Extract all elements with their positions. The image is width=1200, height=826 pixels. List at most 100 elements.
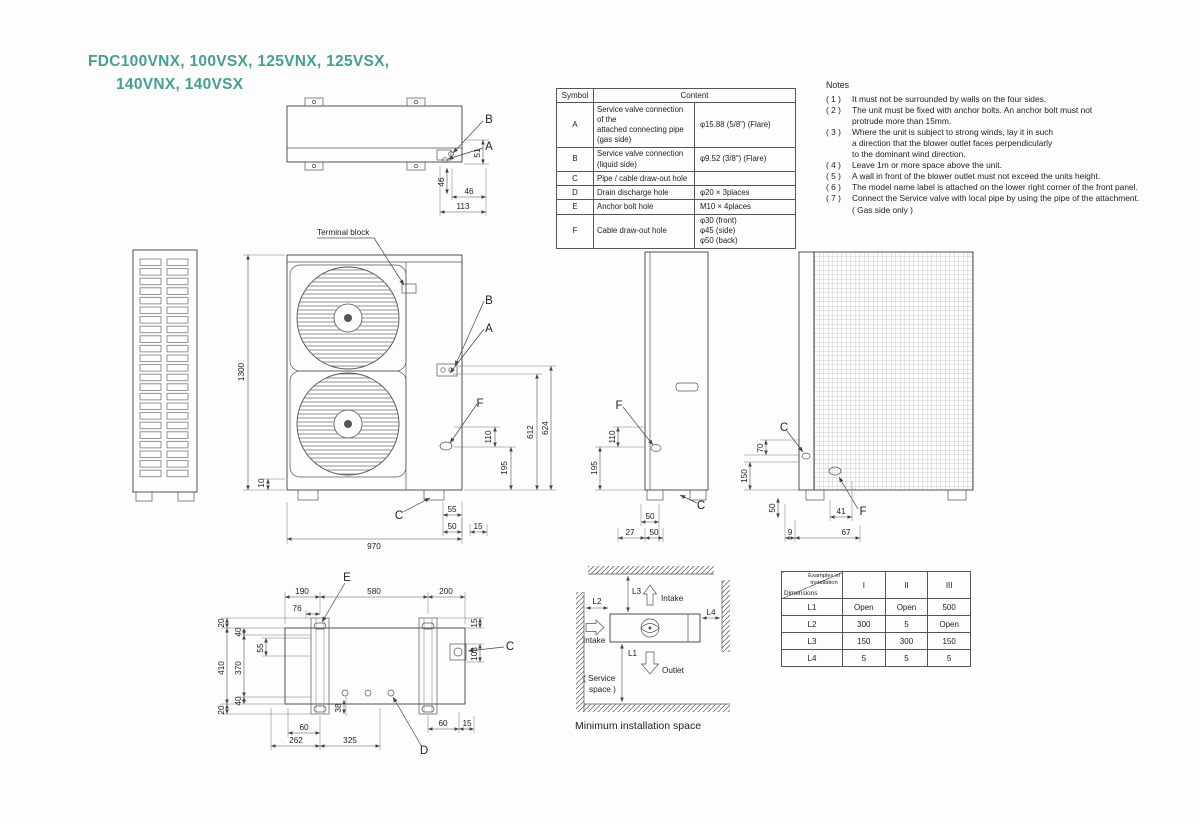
callout-letter: A (485, 323, 493, 335)
callout-letter: C (697, 500, 705, 512)
service-space-label-2: space ) (589, 685, 616, 694)
description-cell: Service valve connection (liquid side) (593, 146, 695, 173)
note-item: ( 7 )Connect the Service valve with loca… (826, 193, 1174, 215)
dim-label: 60 (299, 723, 309, 732)
unit-symbol (609, 613, 701, 643)
note-text: Leave 1m or more space above the unit. (852, 160, 1002, 171)
dim-label: 46 (437, 177, 446, 187)
dim-label: 60 (438, 719, 448, 728)
description-cell: Service valve connection of the attached… (593, 102, 695, 148)
dim-label: 103 (470, 647, 479, 661)
dim-label: 325 (343, 736, 357, 745)
callout-letter: D (420, 745, 428, 757)
dimension-value: 150 (842, 632, 886, 650)
dimension-value: Open (842, 598, 886, 616)
drain-hole (387, 689, 395, 697)
dimension-value: 500 (927, 598, 971, 616)
dim-label: 113 (456, 202, 469, 211)
symbol-cell: E (556, 199, 594, 215)
symbol-cell: D (556, 185, 594, 201)
dim-label: 76 (292, 604, 302, 613)
callout-letter: C (780, 422, 788, 434)
installation-space-diagram (576, 566, 730, 712)
callout-letter: F (615, 400, 622, 412)
note-number: ( 3 ) (826, 126, 841, 137)
cable-hole-back (828, 466, 842, 476)
example-column-header: II (884, 571, 929, 599)
dim-label: 38 (334, 703, 343, 713)
note-number: ( 5 ) (826, 171, 841, 182)
dim-label: 40 (234, 696, 243, 706)
wall-bottom (584, 704, 730, 712)
note-number: ( 1 ) (826, 93, 841, 104)
back-view (744, 251, 974, 542)
dim-label: 624 (541, 421, 550, 435)
outlet-label: Outlet (662, 666, 685, 675)
louver-grille (138, 257, 192, 478)
value-cell: φ15.88 (5/8") (Flare) (694, 102, 796, 148)
cable-hole-side (650, 444, 662, 452)
bottom-view (221, 582, 505, 750)
wall-right (722, 580, 730, 652)
dimension-value: Open (884, 598, 929, 616)
note-number: ( 6 ) (826, 182, 841, 193)
dimension-label: L1 (781, 598, 843, 616)
dimension-value: 5 (884, 649, 929, 667)
l3-label: L3 (632, 587, 642, 596)
corner-bottom-label: Dimensions (784, 590, 818, 597)
valve-cover (436, 363, 458, 377)
top-view (286, 97, 489, 216)
dim-label: 195 (590, 461, 599, 475)
dim-label: 190 (295, 587, 309, 596)
value-cell: M10 × 4places (694, 199, 796, 215)
dim-label: 10 (257, 478, 266, 488)
symbol-header: Symbol (556, 87, 594, 104)
dimension-value: Open (927, 615, 971, 633)
example-column-header: I (842, 571, 886, 599)
value-cell: φ20 × 3places (694, 185, 796, 201)
page-title: FDC100VNX, 100VSX, 125VNX, 125VSX, 140VN… (88, 50, 389, 97)
callout-letter: C (395, 510, 403, 522)
dim-label: 50 (768, 503, 777, 513)
note-number: ( 4 ) (826, 160, 841, 171)
description-cell: Cable draw-out hole (593, 213, 695, 249)
dimension-label: L4 (781, 649, 843, 667)
callout-letter: C (506, 641, 514, 653)
corner-top-label: Examples of installation (808, 573, 840, 586)
l2-label: L2 (592, 597, 602, 606)
callout-letter: B (485, 295, 493, 307)
pipe-hole-back (801, 452, 811, 460)
symbol-cell: A (556, 102, 594, 148)
heat-exchanger-grid (813, 251, 974, 491)
dim-label: 9 (788, 528, 793, 537)
dimension-value: 5 (842, 649, 886, 667)
description-cell: Drain discharge hole (593, 185, 695, 201)
terminal-block-box (401, 283, 417, 294)
dim-label: 46 (464, 187, 474, 196)
dim-label: 370 (234, 661, 243, 675)
note-item: ( 6 ) The model name label is attached on… (826, 182, 1174, 193)
note-item: ( 1 ) It must not be surrounded by walls … (826, 94, 1174, 105)
dimension-value: 5 (927, 649, 971, 667)
note-text: The model name label is attached on the … (852, 182, 1138, 193)
dim-label: 15 (470, 618, 479, 628)
model-line-1: FDC100VNX, 100VSX, 125VNX, 125VSX, (88, 53, 390, 70)
dim-label: 195 (500, 461, 509, 475)
notes: Notes ( 1 )It must not be surrounded by … (826, 80, 1174, 216)
intake-arrow-top (642, 584, 658, 606)
note-text: It must not be surrounded by walls on th… (852, 93, 1047, 104)
l4-label: L4 (706, 608, 716, 617)
dim-label: 612 (526, 425, 535, 439)
dim-label: 262 (289, 736, 303, 745)
dimension-value: 300 (842, 615, 886, 633)
space-diagram-caption: Minimum installation space (575, 720, 701, 732)
